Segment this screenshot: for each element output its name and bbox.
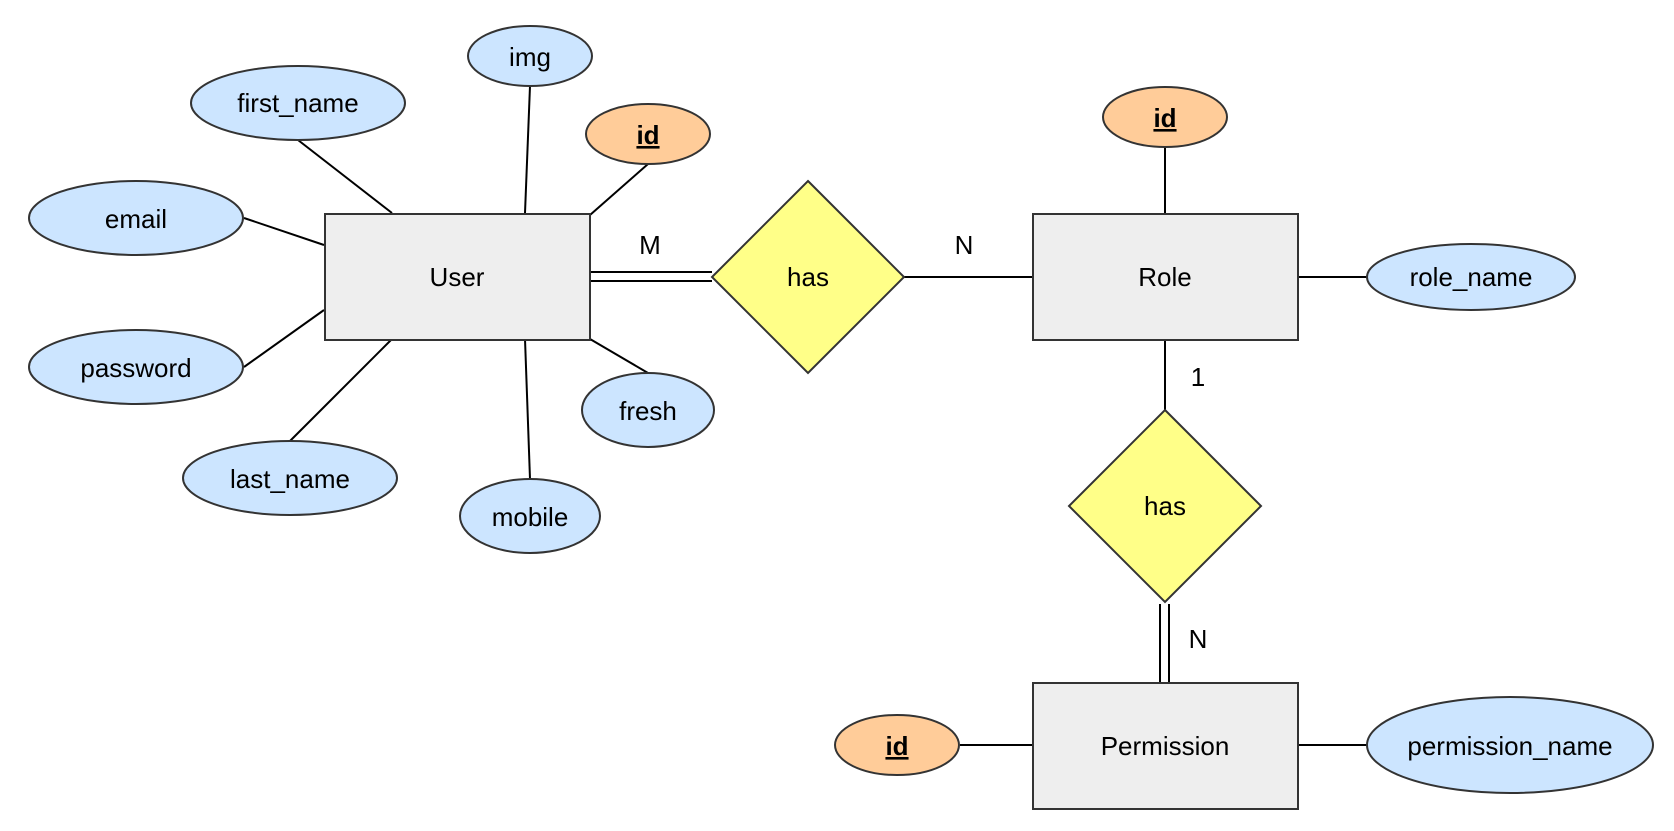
attribute-user-last-name-label: last_name <box>230 464 350 494</box>
attribute-user-id-label: id <box>636 120 659 150</box>
attribute-user-first-name[interactable]: first_name <box>190 65 406 141</box>
attribute-role-role-name-label: role_name <box>1410 262 1533 292</box>
edge-user-last-name <box>289 338 393 442</box>
attribute-user-mobile-label: mobile <box>492 502 569 532</box>
attribute-permission-name-label: permission_name <box>1407 731 1612 761</box>
attribute-user-img-label: img <box>509 42 551 72</box>
edge-user-first-name <box>297 139 393 214</box>
attribute-user-id[interactable]: id <box>585 103 711 165</box>
relationship-user-role-label: has <box>787 262 829 292</box>
cardinality-role-side-user-rel: N <box>955 230 974 260</box>
entity-role[interactable]: Role <box>1032 213 1299 341</box>
attribute-role-id[interactable]: id <box>1102 86 1228 148</box>
edge-user-password <box>243 309 325 368</box>
attribute-user-email-label: email <box>105 204 167 234</box>
attribute-permission-id-label: id <box>885 731 908 761</box>
entity-user[interactable]: User <box>324 213 591 341</box>
attribute-permission-name[interactable]: permission_name <box>1366 696 1654 794</box>
attribute-user-password-label: password <box>80 353 191 383</box>
attribute-user-img[interactable]: img <box>467 25 593 87</box>
attribute-role-id-label: id <box>1153 103 1176 133</box>
entity-role-label: Role <box>1138 262 1191 292</box>
relationship-role-permission[interactable]: has <box>1067 408 1263 604</box>
attribute-user-email[interactable]: email <box>28 180 244 256</box>
attribute-user-mobile[interactable]: mobile <box>459 478 601 554</box>
entity-user-label: User <box>430 262 485 292</box>
attribute-user-last-name[interactable]: last_name <box>182 440 398 516</box>
relationship-user-role[interactable]: has <box>710 179 906 375</box>
edge-user-email <box>243 217 325 246</box>
attribute-role-role-name[interactable]: role_name <box>1366 243 1576 311</box>
entity-permission-label: Permission <box>1101 731 1230 761</box>
attribute-user-password[interactable]: password <box>28 329 244 405</box>
relationship-role-permission-label: has <box>1144 491 1186 521</box>
attribute-user-first-name-label: first_name <box>237 88 358 118</box>
edge-user-id <box>589 163 649 216</box>
cardinality-role-side-perm-rel: 1 <box>1191 362 1205 392</box>
entity-permission[interactable]: Permission <box>1032 682 1299 810</box>
edge-user-mobile <box>524 338 531 480</box>
edge-user-fresh <box>589 338 649 374</box>
cardinality-permission-side: N <box>1189 624 1208 654</box>
cardinality-user-side: M <box>639 230 661 260</box>
attribute-permission-id[interactable]: id <box>834 714 960 776</box>
attribute-user-fresh-label: fresh <box>619 396 677 426</box>
connectors <box>243 85 1367 746</box>
attribute-user-fresh[interactable]: fresh <box>581 372 715 448</box>
edge-user-img <box>524 85 531 214</box>
